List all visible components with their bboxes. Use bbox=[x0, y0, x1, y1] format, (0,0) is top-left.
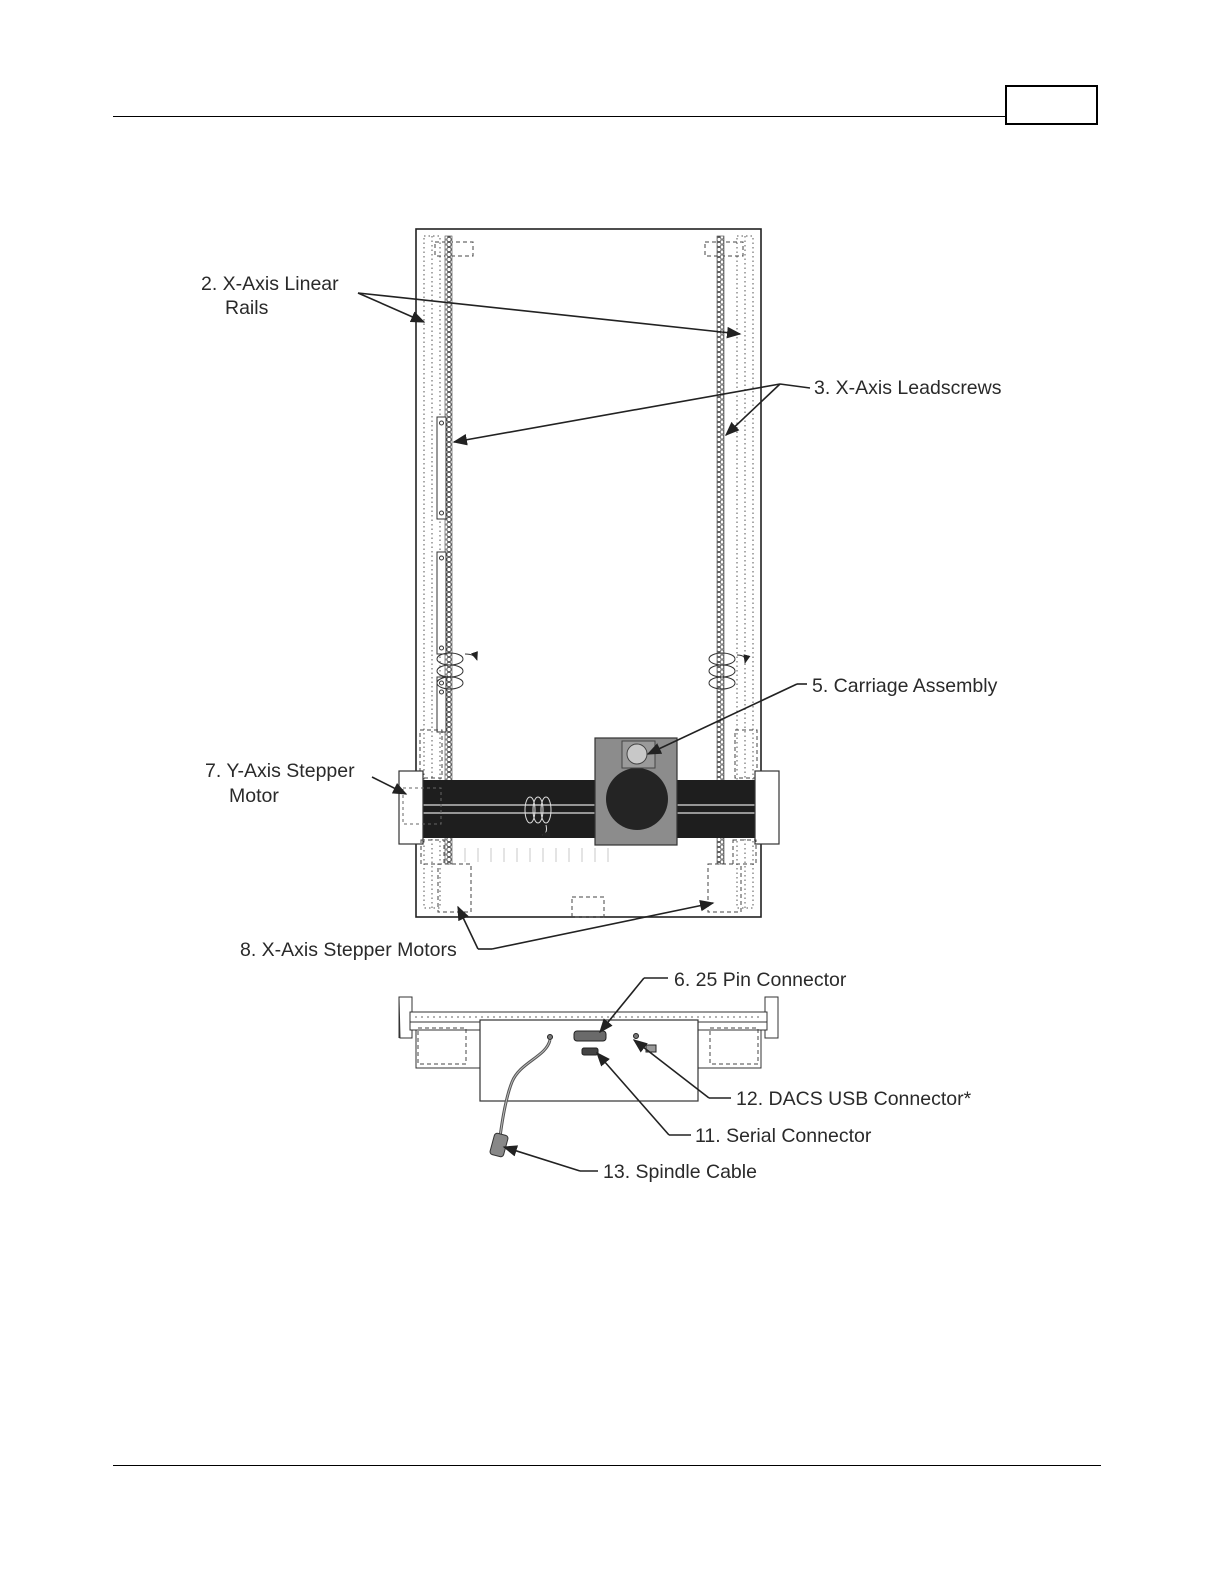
label-y-axis-stepper-motor-line1: 7. Y-Axis Stepper bbox=[205, 760, 355, 782]
label-serial-connector: 11. Serial Connector bbox=[695, 1125, 872, 1147]
label-x-axis-linear-rails-line1: 2. X-Axis Linear bbox=[201, 273, 339, 295]
label-x-axis-leadscrews: 3. X-Axis Leadscrews bbox=[814, 377, 1002, 399]
header-rule bbox=[113, 116, 1005, 117]
pin-connector-25 bbox=[574, 1031, 606, 1041]
spindle bbox=[606, 768, 668, 830]
diagram-svg: 2. X-Axis Linear Rails 3. X-Axis Leadscr… bbox=[200, 222, 1020, 1190]
carriage-motor bbox=[627, 744, 647, 764]
label-x-axis-linear-rails-line2: Rails bbox=[225, 297, 269, 319]
footer-rule bbox=[113, 1465, 1101, 1466]
label-carriage-assembly: 5. Carriage Assembly bbox=[812, 675, 998, 697]
spindle-cable-plug bbox=[489, 1133, 508, 1158]
slot-middle bbox=[437, 552, 446, 654]
slot-upper bbox=[437, 417, 446, 519]
carriage-assembly bbox=[595, 738, 677, 845]
x-axis-leadscrew-left bbox=[445, 236, 452, 864]
y-axis-end-block-right bbox=[755, 771, 779, 844]
serial-connector-port bbox=[582, 1048, 598, 1055]
label-x-axis-stepper-motors: 8. X-Axis Stepper Motors bbox=[240, 939, 457, 961]
cnc-machine-diagram: 2. X-Axis Linear Rails 3. X-Axis Leadscr… bbox=[200, 222, 1020, 1190]
label-y-axis-stepper-motor-line2: Motor bbox=[229, 785, 279, 807]
label-25-pin-connector: 6. 25 Pin Connector bbox=[674, 969, 847, 991]
x-axis-leadscrew-right bbox=[717, 236, 724, 864]
page-number-box bbox=[1005, 85, 1098, 125]
label-dacs-usb-connector: 12. DACS USB Connector* bbox=[736, 1088, 972, 1110]
gantry-beam bbox=[406, 780, 771, 838]
label-spindle-cable: 13. Spindle Cable bbox=[603, 1161, 757, 1183]
